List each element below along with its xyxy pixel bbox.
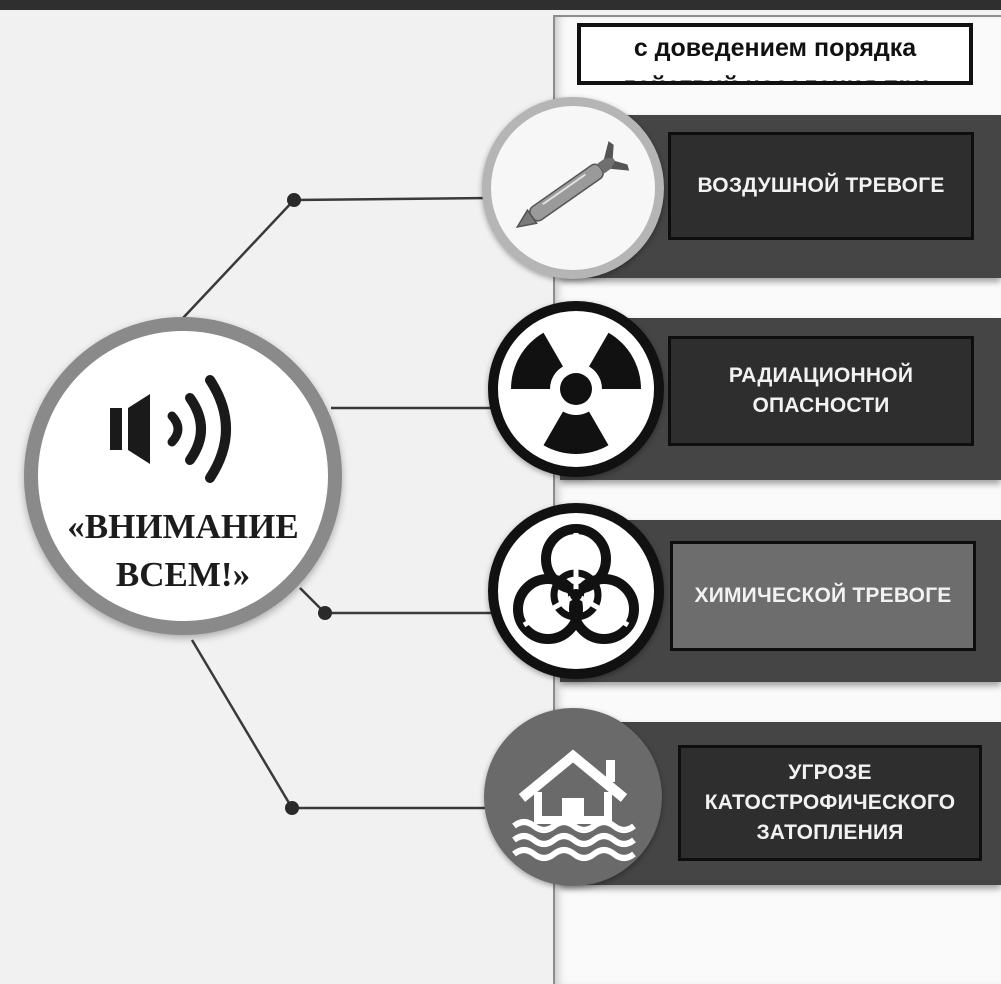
air-alert-icon-circle — [482, 97, 664, 279]
label-chemical-text: ХИМИЧЕСКОЙ ТРЕВОГЕ — [694, 584, 952, 607]
flooded-house-icon — [512, 749, 636, 861]
label-flood-line-2: КАТОСТРОФИЧЕСКОГО — [704, 791, 956, 814]
label-radiation: РАДИАЦИОННОЙ ОПАСНОСТИ — [668, 336, 974, 446]
biohazard-icon-circle — [488, 503, 664, 679]
connector-flood — [190, 639, 496, 810]
label-air-alert-text: ВОЗДУШНОЙ ТРЕВОГЕ — [697, 174, 945, 197]
label-flood: УГРОЗЕ КАТОСТРОФИЧЕСКОГО ЗАТОПЛЕНИЯ — [678, 745, 982, 861]
attention-line-2: ВСЕМ!» — [115, 555, 251, 594]
label-flood-line-3: ЗАТОПЛЕНИЯ — [756, 821, 904, 844]
aerial-bomb-icon — [515, 141, 630, 229]
attention-line-1: «ВНИМАНИЕ — [67, 507, 299, 546]
header-line-2: действий населения при — [581, 67, 969, 81]
radiation-icon — [511, 332, 641, 455]
top-border — [0, 0, 1001, 10]
label-air-alert: ВОЗДУШНОЙ ТРЕВОГЕ — [668, 132, 974, 240]
label-radiation-line-1: РАДИАЦИОННОЙ — [728, 364, 914, 387]
connector-air — [182, 196, 491, 319]
flood-icon-circle — [484, 708, 662, 886]
connector-dot-chemical — [318, 606, 332, 620]
label-flood-line-1: УГРОЗЕ — [788, 761, 872, 784]
connector-dot-air — [287, 193, 301, 207]
label-chemical: ХИМИЧЕСКОЙ ТРЕВОГЕ — [670, 541, 976, 651]
header-line-1: с доведением порядка — [633, 34, 917, 62]
attention-title: «ВНИМАНИЕ ВСЕМ!» — [40, 503, 326, 599]
connector-dot-flood — [285, 801, 299, 815]
header-box: с доведением порядка действий населения … — [577, 23, 973, 85]
label-radiation-line-2: ОПАСНОСТИ — [752, 394, 890, 417]
radiation-icon-circle — [488, 301, 664, 477]
biohazard-icon — [513, 524, 639, 644]
